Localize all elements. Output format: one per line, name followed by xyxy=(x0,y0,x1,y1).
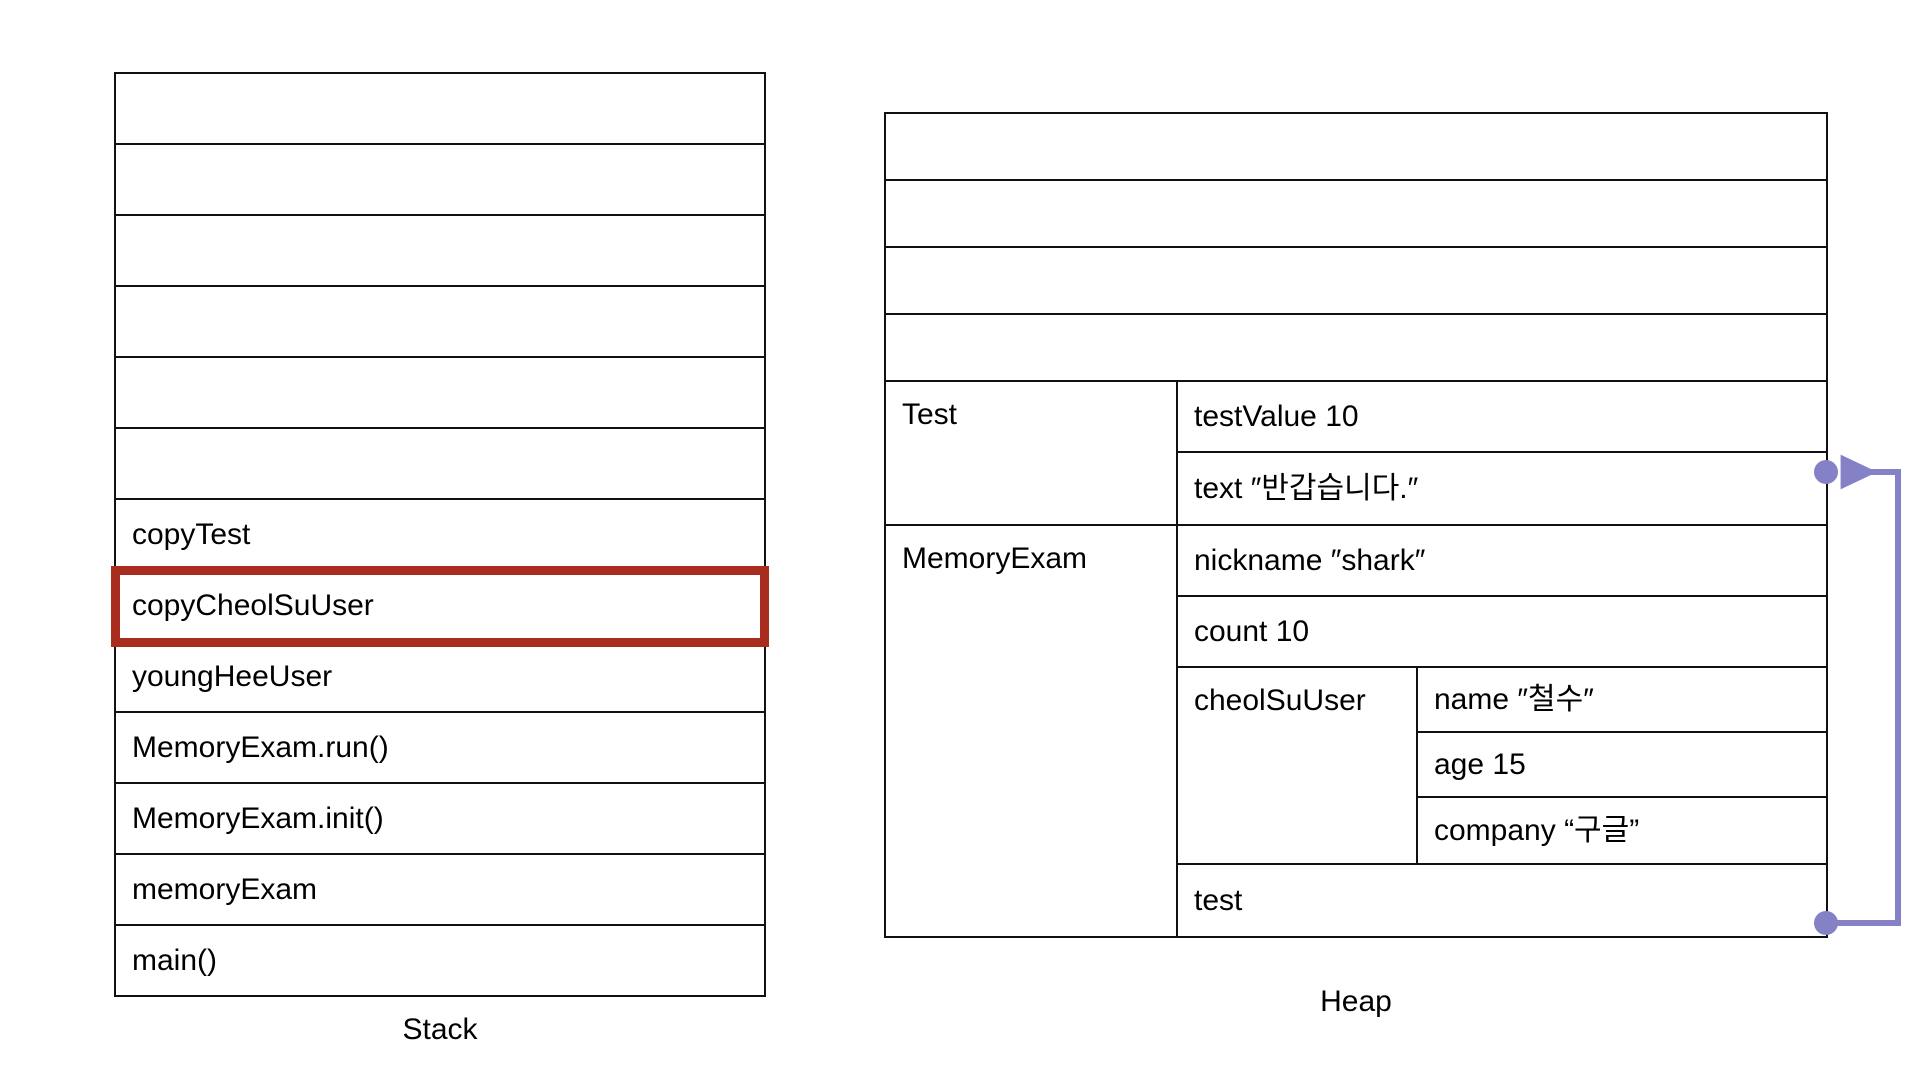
stack-frame-label: main() xyxy=(132,943,218,977)
heap-object-memoryexam: MemoryExam nickname ″shark″ count 10 che… xyxy=(886,526,1826,938)
heap-table: Test testValue 10 text ″반갑습니다.″ MemoryEx… xyxy=(884,112,1828,938)
stack-panel: copyTest copyCheolSuUser youngHeeUser Me… xyxy=(111,72,769,997)
stack-frame-label: copyCheolSuUser xyxy=(132,588,374,622)
heap-object-name: MemoryExam xyxy=(886,526,1178,936)
heap-nested-field-age: age 15 xyxy=(1418,733,1826,798)
heap-nested-fields: name ″철수″ age 15 company “구글” xyxy=(1418,668,1826,863)
stack-frame-memoryexam-init: MemoryExam.init() xyxy=(116,784,764,855)
heap-object-fields: testValue 10 text ″반갑습니다.″ xyxy=(1178,382,1826,524)
heap-field-label: name ″철수″ xyxy=(1434,682,1594,716)
stack-frame-label: memoryExam xyxy=(132,872,318,906)
heap-field-text: text ″반갑습니다.″ xyxy=(1178,453,1826,524)
heap-field-label: testValue 10 xyxy=(1194,399,1359,433)
stack-frame-label: MemoryExam.run() xyxy=(132,730,389,764)
stack-frame-youngheeuser: youngHeeUser xyxy=(116,642,764,713)
heap-nested-object-cheolsuuser: cheolSuUser name ″철수″ age 15 company “구글… xyxy=(1178,668,1826,865)
stack-empty-row xyxy=(116,287,764,358)
stack-frame-memoryexam: memoryExam xyxy=(116,855,764,926)
heap-field-label: test xyxy=(1194,883,1243,917)
heap-nested-field-company: company “구글” xyxy=(1418,798,1826,863)
stack-frame-label: copyTest xyxy=(132,517,251,551)
stack-frame-copytest: copyTest xyxy=(116,500,764,571)
heap-field-label: text ″반갑습니다.″ xyxy=(1194,471,1419,505)
heap-field-test: test xyxy=(1178,865,1826,936)
connector-dot-text-field xyxy=(1814,460,1838,484)
heap-object-test: Test testValue 10 text ″반갑습니다.″ xyxy=(886,382,1826,526)
heap-nested-object-name: cheolSuUser xyxy=(1178,668,1418,863)
heap-caption: Heap xyxy=(1320,985,1392,1018)
stack-frame-memoryexam-run: MemoryExam.run() xyxy=(116,713,764,784)
stack-frame-copycheolsuuser: copyCheolSuUser xyxy=(111,566,769,647)
heap-nested-field-name: name ″철수″ xyxy=(1418,668,1826,733)
heap-field-label: nickname ″shark″ xyxy=(1194,543,1426,577)
heap-empty-row xyxy=(886,315,1826,382)
heap-object-name-label: Test xyxy=(902,398,958,431)
stack-empty-row xyxy=(116,145,764,216)
heap-empty-row xyxy=(886,181,1826,248)
stack-frame-label: MemoryExam.init() xyxy=(132,801,384,835)
stack-empty-row xyxy=(116,429,764,500)
heap-object-fields: nickname ″shark″ count 10 cheolSuUser na… xyxy=(1178,526,1826,936)
connector-path xyxy=(1826,454,1901,926)
heap-field-label: company “구글” xyxy=(1434,813,1640,847)
heap-field-label: age 15 xyxy=(1434,747,1526,781)
stack-empty-row xyxy=(116,74,764,145)
heap-nested-object-name-label: cheolSuUser xyxy=(1194,684,1366,717)
connector-dot-test-field xyxy=(1814,911,1838,935)
stack-empty-row xyxy=(116,358,764,429)
heap-object-name-label: MemoryExam xyxy=(902,542,1088,575)
heap-empty-row xyxy=(886,114,1826,181)
stack-table: copyTest copyCheolSuUser youngHeeUser Me… xyxy=(111,72,769,997)
heap-object-name: Test xyxy=(886,382,1178,524)
heap-empty-row xyxy=(886,248,1826,315)
heap-field-nickname: nickname ″shark″ xyxy=(1178,526,1826,597)
heap-field-count: count 10 xyxy=(1178,597,1826,668)
stack-frame-label: youngHeeUser xyxy=(132,659,333,693)
heap-field-label: count 10 xyxy=(1194,614,1310,648)
heap-field-testvalue: testValue 10 xyxy=(1178,382,1826,453)
stack-empty-row xyxy=(116,216,764,287)
heap-panel: Test testValue 10 text ″반갑습니다.″ MemoryEx… xyxy=(884,112,1828,938)
stack-caption: Stack xyxy=(402,1013,478,1046)
stack-frame-main: main() xyxy=(116,926,764,997)
